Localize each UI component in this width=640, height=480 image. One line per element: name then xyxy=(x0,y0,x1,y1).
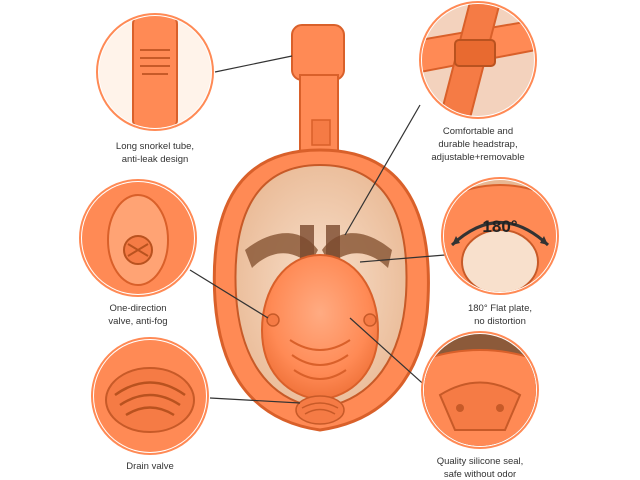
angle-badge: 180° xyxy=(482,217,517,236)
caption-line: Comfortable and xyxy=(442,126,514,137)
caption-snorkel: Long snorkel tube, anti-leak design xyxy=(95,140,215,166)
caption-line: 180° Flat plate, xyxy=(467,303,532,314)
side-valve-right xyxy=(363,313,377,327)
caption-line: safe without odor xyxy=(443,469,517,480)
caption-line: Drain valve xyxy=(126,461,174,472)
caption-flat-plate: 180° Flat plate, no distortion xyxy=(440,302,560,328)
caption-line: valve, anti-fog xyxy=(108,316,168,327)
detail-snorkel-circle xyxy=(96,13,214,131)
pointer-lines xyxy=(189,55,446,404)
caption-line: anti-leak design xyxy=(121,154,189,165)
side-valve-left xyxy=(266,313,280,327)
caption-line: One-direction xyxy=(109,303,167,314)
snorkel-tube xyxy=(291,24,345,81)
caption-line: Long snorkel tube, xyxy=(115,141,195,152)
detail-valve-circle xyxy=(79,179,197,297)
caption-line: no distortion xyxy=(474,316,526,327)
caption-line: durable headstrap, xyxy=(438,139,518,150)
detail-seal-circle xyxy=(421,331,539,449)
detail-headstrap-circle xyxy=(419,1,537,119)
caption-headstrap: Comfortable and durable headstrap, adjus… xyxy=(418,125,538,164)
detail-flat-plate-circle xyxy=(441,177,559,295)
detail-drain-circle xyxy=(91,337,209,455)
caption-valve: One-direction valve, anti-fog xyxy=(78,302,198,328)
caption-drain: Drain valve xyxy=(90,460,210,473)
caption-line: Quality silicone seal, xyxy=(436,456,524,467)
full-face-mask xyxy=(212,24,430,432)
caption-seal: Quality silicone seal, safe without odor xyxy=(420,455,540,480)
caption-line: adjustable+removable xyxy=(431,152,525,163)
